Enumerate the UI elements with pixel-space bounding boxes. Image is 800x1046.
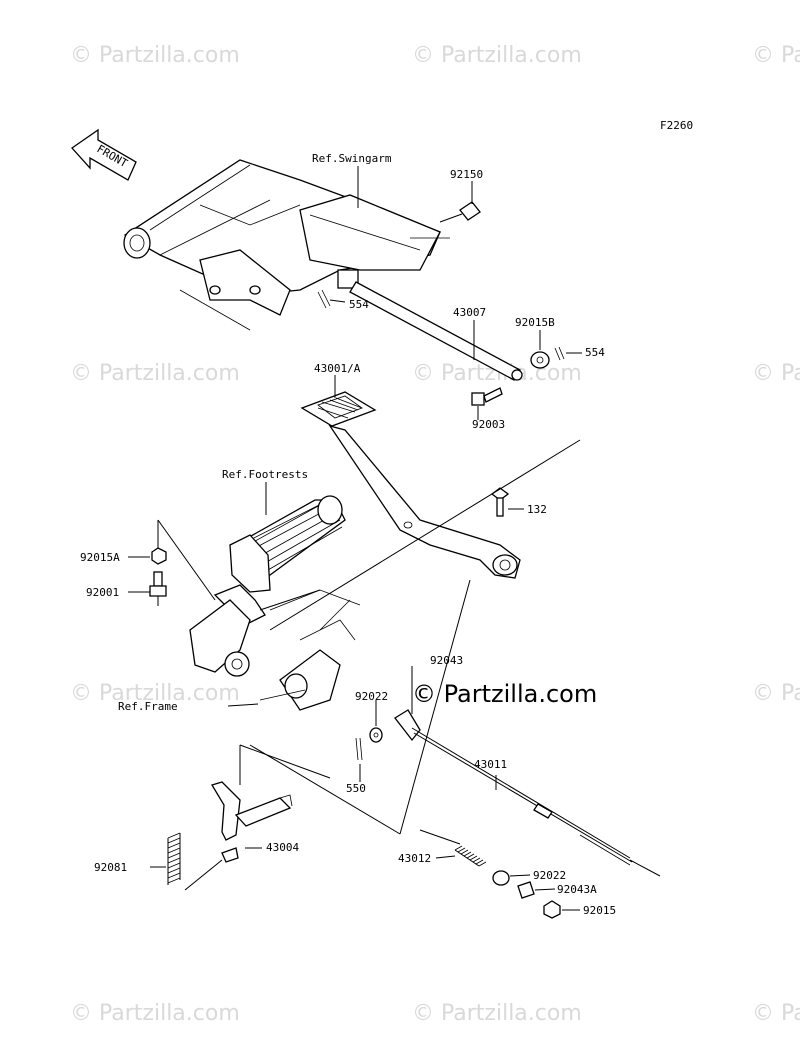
- watermark-layer: © Partzilla.com © Partzilla.com © Partzi…: [70, 43, 800, 1026]
- label-43004: 43004: [266, 841, 299, 854]
- nut-92015B: [530, 351, 550, 369]
- watermark: © Partzilla.com: [752, 361, 800, 386]
- watermark: © Partzilla.com: [752, 1001, 800, 1026]
- washer-92022-top: [369, 727, 383, 743]
- label-550: 550: [346, 782, 366, 795]
- brake-pedal-43001A: [300, 391, 521, 579]
- label-43012: 43012: [398, 852, 431, 865]
- watermark: © Partzilla.com: [752, 681, 800, 706]
- bolt-92001: [149, 571, 167, 597]
- watermark: © Partzilla.com: [70, 43, 240, 68]
- label-43001A: 43001/A: [314, 362, 361, 375]
- figure-code: F2260: [660, 119, 693, 132]
- brake-cable-43011: [394, 709, 633, 866]
- label-92022-bottom: 92022: [533, 869, 566, 882]
- bolt-92003: [471, 387, 503, 406]
- bolt-92150: [439, 201, 481, 223]
- label-92150: 92150: [450, 168, 483, 181]
- watermark: © Partzilla.com: [412, 43, 582, 68]
- partzilla-logo: © Partzilla.com: [412, 680, 597, 708]
- label-554-top: 554: [349, 298, 369, 311]
- label-ref-footrests: Ref.Footrests: [222, 468, 308, 481]
- label-92043A: 92043A: [557, 883, 597, 896]
- label-92001: 92001: [86, 586, 119, 599]
- label-92043-top: 92043: [430, 654, 463, 667]
- label-92015A: 92015A: [80, 551, 120, 564]
- label-554-right: 554: [585, 346, 605, 359]
- label-ref-swingarm: Ref.Swingarm: [312, 152, 392, 165]
- front-arrow-icon: FRONT: [71, 128, 137, 181]
- leader-lines: [128, 166, 661, 911]
- watermark: © Partzilla.com: [412, 1001, 582, 1026]
- cotter-pin-554-top: [317, 289, 331, 309]
- cotter-pin-550: [355, 737, 363, 761]
- label-ref-frame: Ref.Frame: [118, 700, 178, 713]
- label-92015B: 92015B: [515, 316, 555, 329]
- part-labels: Ref.Swingarm 92150 554 43007 92015B 554 …: [80, 152, 616, 917]
- washer-92022-bottom: [492, 870, 510, 886]
- label-132: 132: [527, 503, 547, 516]
- watermark: © Partzilla.com: [70, 681, 240, 706]
- label-43007: 43007: [453, 306, 486, 319]
- nut-92043A: [517, 881, 535, 899]
- watermark: © Partzilla.com: [752, 43, 800, 68]
- label-92015: 92015: [583, 904, 616, 917]
- brake-rod-43007: [349, 281, 523, 381]
- nut-92015: [543, 900, 561, 919]
- swingarm-drawing: [123, 159, 450, 331]
- lever-43004: [211, 781, 293, 863]
- cotter-pin-554-right: [554, 346, 565, 361]
- watermark: © Partzilla.com: [70, 1001, 240, 1026]
- label-92003: 92003: [472, 418, 505, 431]
- label-43011: 43011: [474, 758, 507, 771]
- spring-43012: [454, 845, 487, 867]
- spring-92081: [167, 832, 181, 885]
- label-92081: 92081: [94, 861, 127, 874]
- label-92022-top: 92022: [355, 690, 388, 703]
- footrest-drawing: [189, 495, 361, 711]
- watermark: © Partzilla.com: [70, 361, 240, 386]
- nut-92015A: [151, 547, 167, 565]
